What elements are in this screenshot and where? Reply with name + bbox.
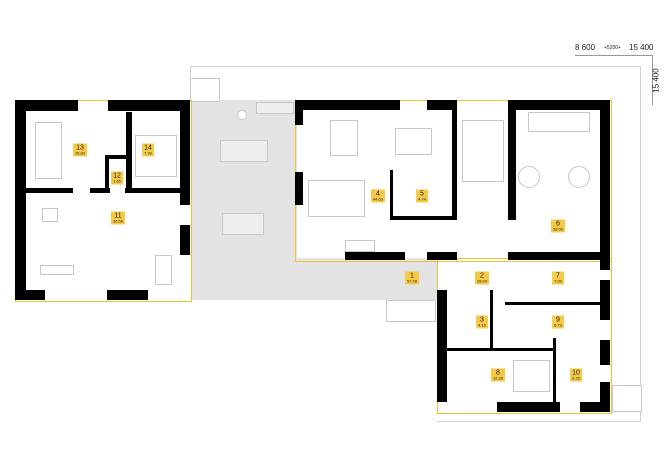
wall <box>15 100 78 111</box>
wall <box>107 290 148 300</box>
wall <box>427 100 457 110</box>
bed <box>513 360 550 392</box>
outdoor-kitchen <box>256 102 294 114</box>
dimension-mid: +5200+ <box>604 45 621 51</box>
steps <box>386 300 436 322</box>
wall <box>580 402 610 412</box>
table <box>568 166 590 188</box>
staircase <box>462 120 504 182</box>
wall <box>125 188 180 193</box>
steps <box>190 78 220 102</box>
gym-machine <box>42 208 58 222</box>
bathtub <box>35 122 62 179</box>
bench <box>40 265 74 275</box>
wall <box>90 188 110 193</box>
wall <box>108 100 190 111</box>
wall <box>390 170 393 220</box>
site-line <box>640 66 641 422</box>
wall <box>295 100 303 125</box>
treadmill <box>155 255 172 285</box>
dimension-depth: 15 400 <box>651 68 661 93</box>
wall <box>600 100 610 270</box>
dining-table <box>330 120 358 156</box>
wall <box>600 340 610 365</box>
wall <box>390 216 455 220</box>
wall <box>497 402 560 412</box>
wall <box>600 382 610 412</box>
wall <box>345 252 405 260</box>
wall <box>105 155 127 159</box>
dimension-line <box>575 55 653 56</box>
wall <box>452 100 457 220</box>
site-line <box>437 421 640 422</box>
wall <box>447 348 555 351</box>
wall <box>508 252 608 260</box>
dimension-left: 8 600 <box>575 43 596 52</box>
dimension-line <box>652 55 653 105</box>
kitchen-island <box>395 128 432 155</box>
wall <box>427 252 457 260</box>
wall <box>295 100 400 110</box>
wall <box>600 280 610 320</box>
wall <box>553 338 556 408</box>
sauna-bench <box>135 135 177 177</box>
wall <box>15 100 26 300</box>
wall <box>508 100 610 110</box>
wall <box>505 302 605 305</box>
sofa <box>528 112 590 132</box>
wall <box>180 100 190 205</box>
wall <box>490 290 493 350</box>
steps <box>612 385 642 412</box>
wall <box>295 172 303 205</box>
wall <box>126 112 132 192</box>
sofa <box>308 180 365 217</box>
wall <box>508 100 516 220</box>
wall <box>180 225 190 255</box>
dining-table <box>220 140 268 162</box>
wall <box>26 188 73 193</box>
tv-unit <box>345 240 375 252</box>
wall <box>105 155 109 190</box>
steps <box>222 213 264 235</box>
wall <box>15 290 45 300</box>
dimension-total: 15 400 <box>629 43 654 52</box>
site-line <box>190 66 640 67</box>
table <box>518 166 540 188</box>
wall <box>437 290 447 402</box>
grill <box>237 110 247 120</box>
